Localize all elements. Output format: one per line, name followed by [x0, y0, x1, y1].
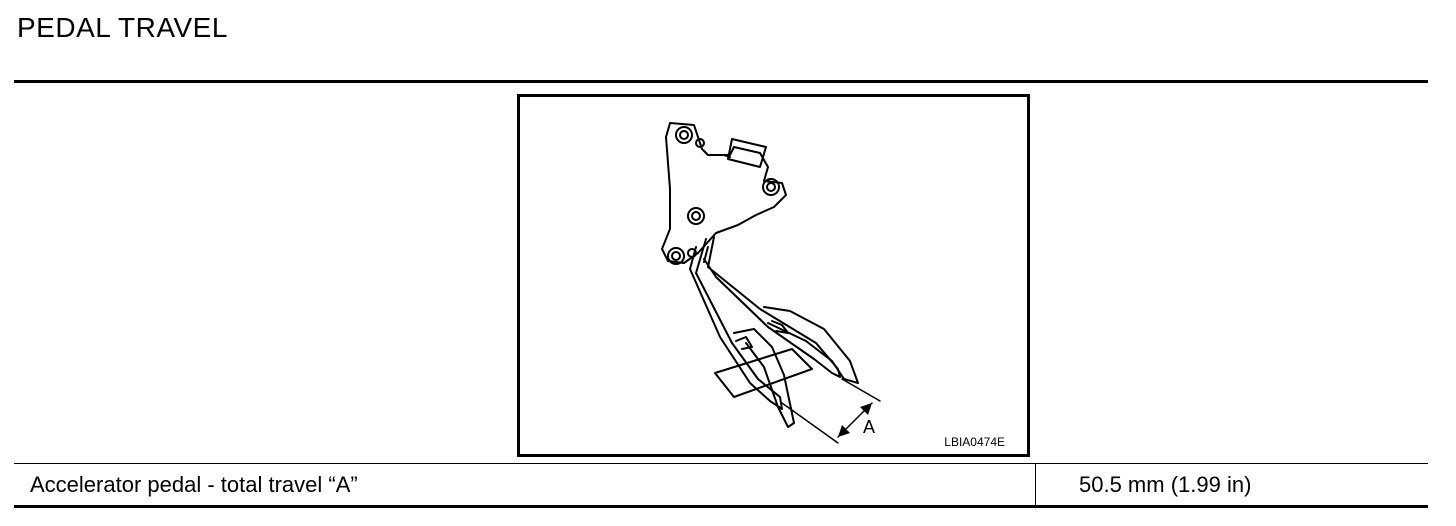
mount-hole-upper — [675, 126, 693, 144]
dimension-label: A — [863, 417, 876, 437]
mount-hole-lower — [667, 247, 685, 265]
pedal-illustration — [661, 122, 881, 444]
pedal-diagram: A LBIA0474E — [517, 94, 1030, 457]
spec-table: Accelerator pedal - total travel “A” 50.… — [14, 463, 1428, 508]
mount-hole-center — [687, 207, 705, 225]
spec-value: 50.5 mm (1.99 in) — [1079, 472, 1252, 497]
spec-label: Accelerator pedal - total travel “A” — [14, 464, 1036, 505]
pedal-bracket — [661, 122, 787, 264]
pedal-arm-released — [703, 236, 841, 378]
pedal-pad-released — [763, 306, 859, 384]
figure-code: LBIA0474E — [944, 435, 1005, 449]
dimension-line-ext-2 — [841, 378, 881, 402]
pedal-pad-depressed — [733, 328, 795, 428]
mount-hole-right — [762, 178, 780, 196]
section-divider — [14, 80, 1428, 83]
dimension-line-ext-1 — [781, 402, 839, 444]
small-hole — [695, 138, 705, 148]
floor-stop — [714, 348, 813, 398]
pedal-arm-depressed — [689, 238, 783, 410]
connector-tab — [723, 154, 731, 158]
pivot-hole — [687, 248, 697, 258]
page-title: PEDAL TRAVEL — [17, 12, 228, 43]
connector-box — [727, 138, 767, 168]
